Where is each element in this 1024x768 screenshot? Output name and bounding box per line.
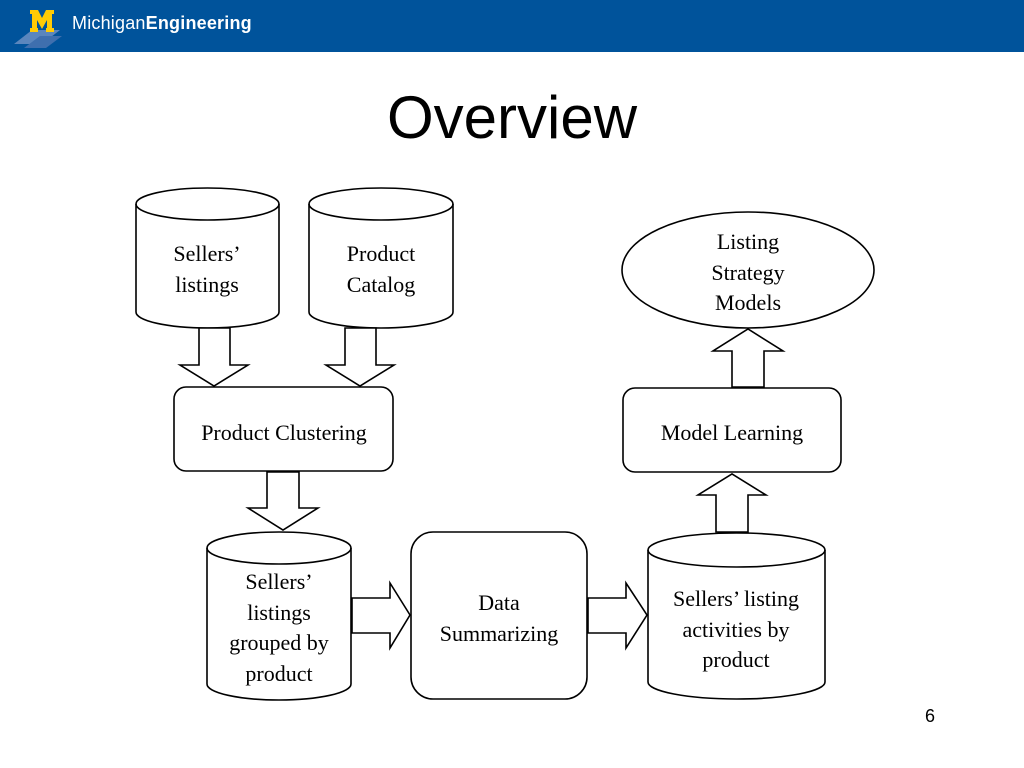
label-data-summarizing-2: Summarizing <box>440 621 559 646</box>
arrow-listings-to-clustering <box>177 327 251 387</box>
label-sellers-listings-1: Sellers’ <box>173 241 240 266</box>
node-model-learning <box>622 387 842 473</box>
brand-prefix: Michigan <box>72 13 146 33</box>
header-bar: MichiganEngineering <box>0 0 1024 52</box>
node-product-clustering <box>173 386 394 472</box>
slide-title: Overview <box>386 84 638 151</box>
brand-wordmark: MichiganEngineering <box>72 13 252 34</box>
label-listing-activities-1: Sellers’ listing <box>673 586 799 611</box>
brand-suffix: Engineering <box>145 13 252 33</box>
page-number: 6 <box>924 706 935 726</box>
label-strategy-models-1: Listing <box>717 229 779 254</box>
node-data-summarizing <box>410 531 588 700</box>
label-model-learning: Model Learning <box>661 420 803 445</box>
arrow-clustering-to-grouped <box>245 471 321 531</box>
label-product-catalog-1: Product <box>347 241 415 266</box>
label-strategy-models-2: Strategy <box>711 260 784 285</box>
label-grouped-listings-2: listings <box>247 600 311 625</box>
label-grouped-listings-1: Sellers’ <box>245 569 312 594</box>
node-product-catalog <box>308 187 454 329</box>
node-grouped-listings <box>206 531 352 701</box>
label-listing-activities-2: activities by <box>683 617 790 642</box>
node-sellers-listings <box>135 187 280 329</box>
node-listing-activities <box>647 532 826 700</box>
arrow-activities-to-learning <box>695 473 769 533</box>
arrow-catalog-to-clustering <box>323 327 397 387</box>
arrow-summarizing-to-activities <box>587 580 648 651</box>
label-product-catalog-2: Catalog <box>347 272 415 297</box>
arrow-grouped-to-summarizing <box>351 580 411 651</box>
node-strategy-models <box>621 211 875 329</box>
michigan-m-logo-icon <box>14 10 62 48</box>
label-product-clustering: Product Clustering <box>201 420 367 445</box>
label-listing-activities-3: product <box>702 647 769 672</box>
label-data-summarizing-1: Data <box>478 590 520 615</box>
label-grouped-listings-3: grouped by <box>229 630 329 655</box>
label-strategy-models-3: Models <box>715 290 781 315</box>
label-grouped-listings-4: product <box>245 661 312 686</box>
label-sellers-listings-2: listings <box>175 272 239 297</box>
arrow-learning-to-models <box>710 328 786 388</box>
